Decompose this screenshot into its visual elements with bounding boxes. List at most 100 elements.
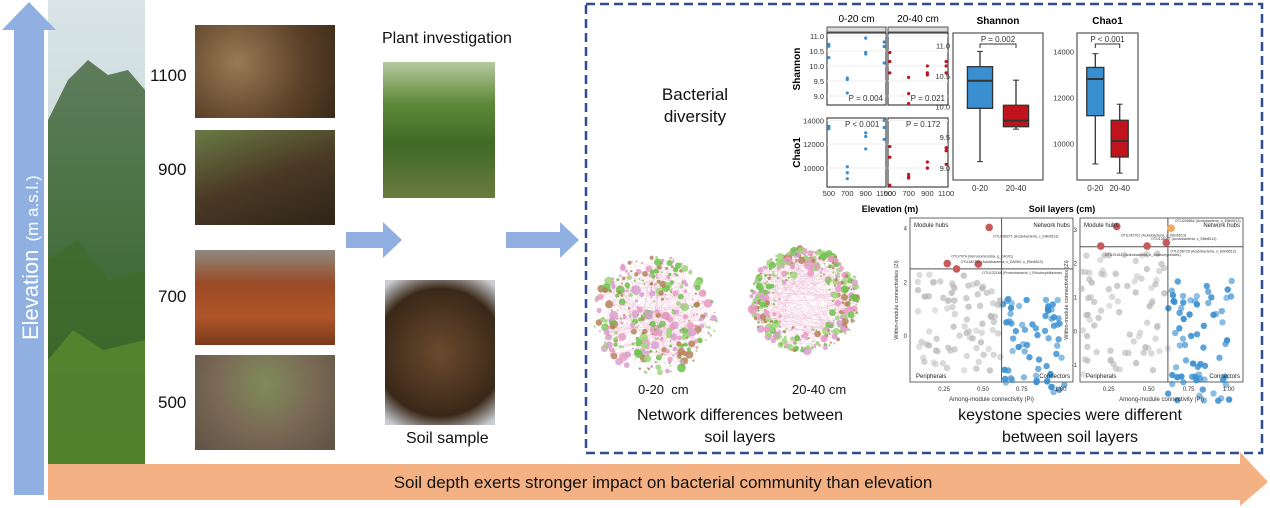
network-node [782, 330, 786, 334]
peripheral-node [974, 291, 981, 298]
peripheral-node [940, 294, 947, 302]
network-node [797, 267, 800, 270]
network-node [707, 326, 711, 329]
peripheral-node [1081, 356, 1089, 363]
network-node [650, 296, 653, 299]
peripheral-node [989, 299, 997, 307]
soil-photo-1100 [195, 25, 335, 118]
network-node [681, 264, 689, 272]
network-node [831, 300, 834, 303]
network-edge [622, 361, 682, 363]
network-node [681, 303, 690, 312]
network-node [641, 262, 644, 264]
network-node [641, 331, 645, 335]
network-node [604, 337, 607, 340]
network-node [794, 252, 798, 256]
network-node [800, 348, 804, 353]
network-node [785, 327, 788, 330]
network-node [794, 335, 801, 342]
connector-node [1179, 292, 1187, 300]
hub-label: OTU7074 (Verrucomicrobia, g_DA101) [951, 255, 1013, 259]
network-node [651, 341, 660, 350]
x-tick-label: 0.50 [977, 387, 989, 393]
elevation-axis-label: Elevation(m a.s.l.) [18, 175, 43, 340]
network-node [635, 339, 643, 347]
network-node [694, 301, 701, 308]
network-node [639, 292, 645, 298]
soil-photo-900 [195, 130, 335, 225]
connector-node [1055, 386, 1063, 393]
connector-node [1222, 381, 1230, 388]
network-node [634, 272, 639, 277]
bottom-arrow-text: Soil depth exerts stronger impact on bac… [394, 473, 933, 492]
hub-node [1143, 242, 1151, 250]
quadrant-network-hubs: Network hubs [1203, 223, 1240, 229]
network-node [783, 335, 787, 339]
network-node [758, 299, 762, 302]
network-node [669, 365, 672, 367]
network-node [601, 324, 607, 330]
peripheral-node [1086, 269, 1093, 276]
data-point [944, 59, 948, 64]
peripheral-node [960, 272, 967, 279]
network-node [645, 371, 648, 374]
network-node [845, 274, 849, 278]
network-node [638, 367, 641, 370]
peripheral-node [1078, 268, 1085, 275]
network-node [673, 309, 676, 312]
connector-node [1180, 315, 1187, 323]
peripheral-node [956, 332, 963, 339]
boxplot-frame [952, 32, 1044, 181]
data-point [888, 59, 892, 64]
y-tick-label: 12000 [803, 140, 824, 149]
data-point [827, 56, 831, 60]
y-tick-label: 10.0 [935, 103, 950, 112]
connector-node [1203, 282, 1210, 290]
connector-node [1016, 302, 1023, 310]
network-node [778, 314, 782, 318]
network-node [668, 329, 672, 334]
peripheral-node [965, 303, 972, 310]
connector-node [1033, 378, 1040, 386]
peripheral-node [950, 323, 957, 330]
peripheral-node [931, 307, 939, 314]
network-node [837, 275, 841, 278]
network-node [627, 307, 631, 310]
peripheral-node [1097, 256, 1104, 264]
peripheral-node [1099, 267, 1106, 274]
network-node [792, 348, 797, 353]
facet-panel [826, 32, 887, 106]
connector-node [1178, 373, 1185, 380]
network-node [820, 269, 823, 272]
peripheral-node [925, 342, 933, 349]
network-node [791, 326, 795, 329]
network-edge [615, 317, 634, 333]
network-node [825, 327, 829, 331]
network-node [835, 285, 842, 293]
network-node [668, 272, 672, 277]
network-node [841, 327, 846, 332]
peripheral-node [961, 323, 968, 330]
network-node [825, 277, 829, 281]
network-node [756, 273, 760, 277]
network-edge [763, 266, 836, 282]
network-node [656, 264, 659, 267]
network-node [672, 346, 678, 352]
network-edge [765, 283, 830, 335]
peripheral-node [1097, 307, 1105, 314]
peripheral-node [1140, 349, 1147, 356]
peripheral-node [990, 351, 997, 358]
network-node [636, 313, 639, 316]
network-node [750, 289, 754, 293]
network-node [654, 258, 662, 266]
peripheral-node [916, 343, 923, 350]
network-node [613, 304, 616, 307]
network-edge [787, 252, 846, 322]
hub-node [943, 259, 952, 268]
network-node [630, 328, 637, 335]
peripheral-node [1136, 329, 1144, 336]
network-node [665, 349, 670, 354]
network-node [656, 327, 659, 330]
connector-node [1042, 312, 1049, 320]
